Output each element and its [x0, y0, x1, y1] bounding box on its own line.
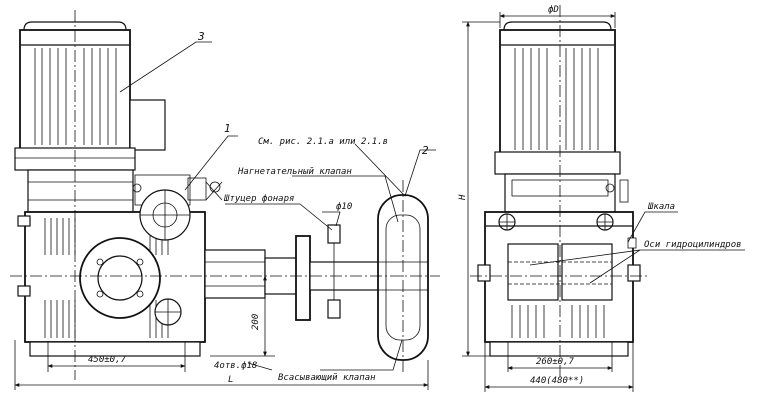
electric-motor [14, 21, 166, 171]
holes-label: 4отв.ф18 [214, 361, 257, 371]
scale-indicator [627, 237, 637, 249]
pump-housing [17, 189, 206, 343]
side-center-lines [470, 5, 650, 380]
discharge-valve-label: Нагнетательный клапан [237, 167, 352, 177]
front-dimensions [14, 211, 429, 390]
side-view: фD H Шкала Оси гидроцилиндров 260±0,7 44… [458, 5, 745, 392]
dim-mount-width: 260±0,7 [536, 357, 575, 367]
front-leaders [119, 41, 436, 371]
dim-diameter: фD [548, 5, 559, 15]
side-motor [494, 21, 621, 175]
item-label-3: 3 [197, 30, 205, 43]
scale-label: Шкала [647, 202, 675, 212]
motor-cooling-fins [34, 48, 117, 145]
plunger-assembly [204, 224, 381, 321]
dim-height-200: 200 [251, 314, 261, 330]
item-label-1: 1 [224, 122, 231, 135]
cylinder-axes-label: Оси гидроцилиндров [644, 240, 742, 250]
suction-valve-label: Всасывающий клапан [278, 373, 376, 383]
phi10-label: ф10 [336, 202, 352, 212]
dim-base-width: 450±0,7 [88, 355, 127, 365]
side-gearbox [504, 173, 629, 213]
side-housing [477, 211, 641, 343]
terminal-box [129, 99, 166, 151]
pump-base [29, 341, 201, 357]
dim-height: H [458, 194, 468, 201]
dim-overall-length: L [228, 375, 233, 385]
side-dimensions [462, 12, 634, 392]
lantern-fitting-label: Штуцер фонаря [223, 194, 294, 204]
gearbox [27, 169, 223, 213]
dim-side-width: 440(480**) [530, 376, 584, 386]
item-label-2: 2 [422, 144, 429, 157]
ref-figure-label: См. рис. 2.1.а или 2.1.в [258, 137, 388, 147]
side-leaders [529, 211, 745, 284]
side-base [489, 341, 629, 357]
side-ribs [511, 305, 605, 338]
front-center-lines [10, 10, 440, 380]
front-view: 3 1 2 См. рис. 2.1.а или 2.1.в Нагнетате… [10, 10, 440, 390]
